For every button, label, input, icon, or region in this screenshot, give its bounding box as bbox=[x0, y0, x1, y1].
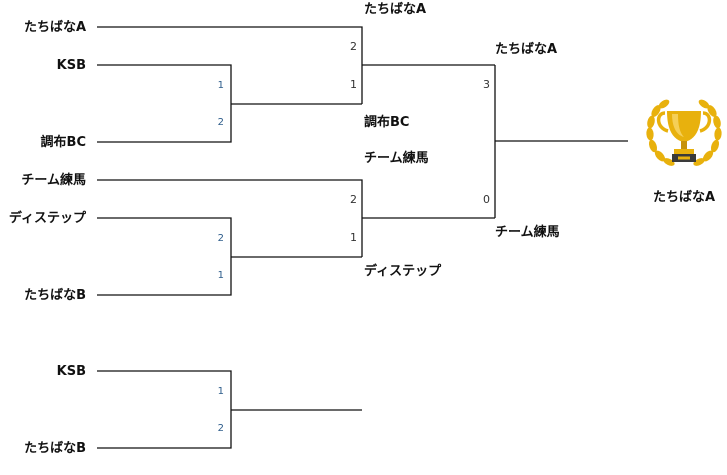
line-nerima bbox=[97, 179, 363, 257]
final-winner-label: たちばなA bbox=[495, 42, 557, 57]
team-label: たちばなB bbox=[24, 441, 86, 456]
line-ksb bbox=[97, 64, 232, 143]
line-extra-match bbox=[97, 370, 232, 449]
bracket-lines bbox=[97, 26, 628, 449]
team-label: 調布BC bbox=[41, 134, 86, 150]
match-score: 1 bbox=[350, 78, 357, 91]
semifinal-loser-label: 調布BC bbox=[364, 114, 409, 130]
match-score: 1 bbox=[350, 231, 357, 244]
team-label: チーム練馬 bbox=[21, 172, 86, 188]
match-score: 2 bbox=[218, 233, 224, 244]
match-score: 2 bbox=[350, 40, 357, 53]
match-score: 1 bbox=[218, 386, 224, 397]
team-label: たちばなA bbox=[24, 20, 86, 35]
final-loser-label: チーム練馬 bbox=[495, 224, 560, 240]
team-label: たちばなB bbox=[24, 288, 86, 303]
team-label: KSB bbox=[57, 58, 86, 73]
laurel-wreath-icon bbox=[646, 99, 722, 166]
semifinal-loser-label: ディステップ bbox=[364, 263, 442, 279]
match-score: 2 bbox=[350, 193, 357, 206]
semifinal-winner-label: チーム練馬 bbox=[364, 150, 429, 166]
match-score: 2 bbox=[218, 117, 224, 128]
trophy-icon bbox=[646, 99, 722, 166]
semifinal-winner-label: たちばなA bbox=[364, 2, 426, 17]
match-score: 2 bbox=[218, 423, 224, 434]
trophy-cup-icon bbox=[656, 111, 712, 162]
match-score: 1 bbox=[218, 80, 224, 91]
team-label: ディステップ bbox=[9, 210, 87, 226]
line-tachibana-a bbox=[97, 26, 363, 104]
final-score: 3 bbox=[483, 78, 490, 91]
team-label: KSB bbox=[57, 364, 86, 379]
champion-label: たちばなA bbox=[653, 190, 715, 205]
match-score: 1 bbox=[218, 270, 224, 281]
final-score: 0 bbox=[483, 193, 490, 206]
line-distep bbox=[97, 217, 232, 296]
